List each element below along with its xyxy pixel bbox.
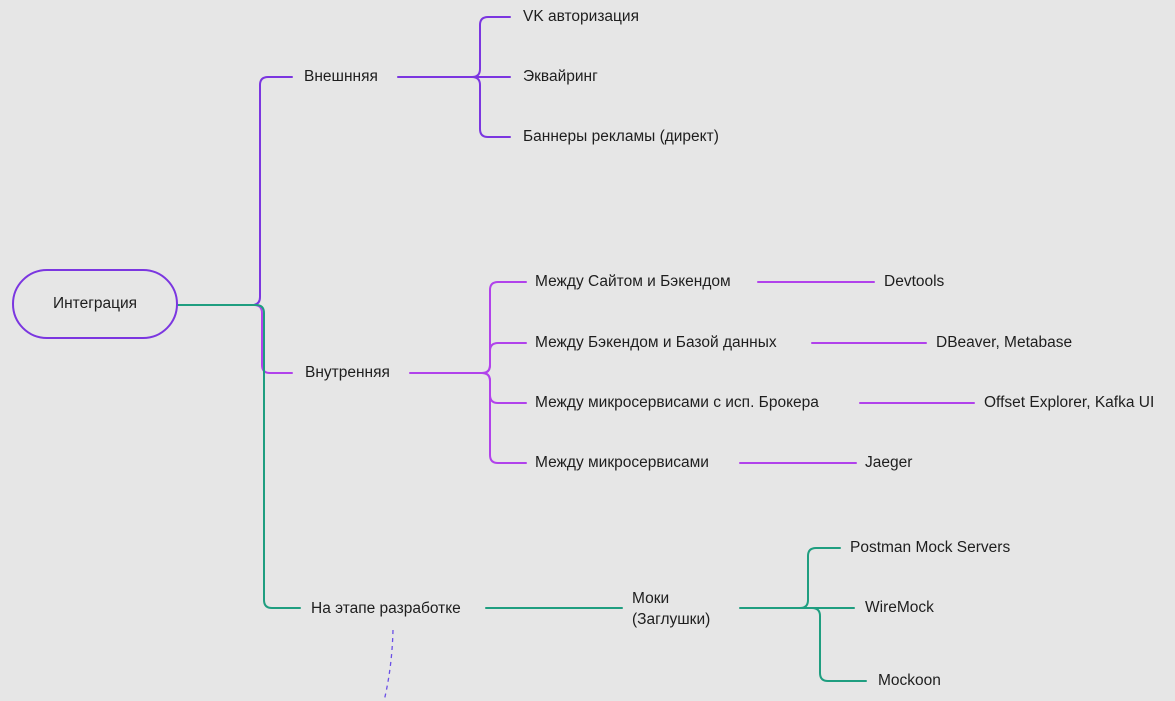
vk-auth-node[interactable]: VK авторизация [523, 8, 639, 25]
ad-banners-node[interactable]: Баннеры рекламы (директ) [523, 128, 719, 145]
internal-node[interactable]: Внутренняя [305, 364, 390, 381]
acquiring-node[interactable]: Эквайринг [523, 68, 598, 85]
external-branch-connectors [177, 16, 511, 306]
offset-kafka-node[interactable]: Offset Explorer, Kafka UI [984, 394, 1155, 411]
connector-root-internal [177, 304, 293, 374]
backend-db-node[interactable]: Между Бэкендом и Базой данных [535, 334, 777, 351]
mocks-node[interactable]: Моки (Заглушки) [632, 588, 710, 630]
connector-mocks-postman [799, 547, 841, 609]
dbeaver-metabase-node[interactable]: DBeaver, Metabase [936, 334, 1073, 351]
connector-external-banners [471, 76, 511, 138]
mockoon-node[interactable]: Mockoon [878, 672, 941, 689]
microservices-broker-node[interactable]: Между микросервисами с исп. Брокера [535, 394, 819, 411]
root-node[interactable]: Интеграция [12, 269, 178, 339]
connector-root-external [177, 76, 293, 306]
connector-internal-1 [481, 281, 527, 374]
connector-external-vk [471, 16, 511, 78]
root-node-label: Интеграция [52, 295, 138, 312]
devtools-node[interactable]: Devtools [884, 273, 945, 290]
wiremock-node[interactable]: WireMock [865, 599, 934, 616]
connector-root-dev [177, 304, 301, 609]
connector-internal-2 [481, 342, 527, 374]
jaeger-node[interactable]: Jaeger [865, 454, 913, 471]
microservices-node[interactable]: Между микросервисами [535, 454, 709, 471]
dashed-annotation-line [383, 629, 394, 701]
internal-branch-connectors [177, 281, 975, 464]
external-node[interactable]: Внешнняя [304, 68, 378, 85]
mocks-title: Моки [632, 590, 670, 607]
mocks-subtitle: (Заглушки) [632, 611, 711, 628]
connector-mocks-mockoon [811, 607, 867, 682]
development-stage-node[interactable]: На этапе разработке [311, 600, 461, 617]
site-backend-node[interactable]: Между Сайтом и Бэкендом [535, 273, 731, 290]
dev-branch-connectors [177, 304, 867, 682]
postman-mock-servers-node[interactable]: Postman Mock Servers [850, 539, 1011, 556]
connector-internal-4 [481, 372, 527, 464]
